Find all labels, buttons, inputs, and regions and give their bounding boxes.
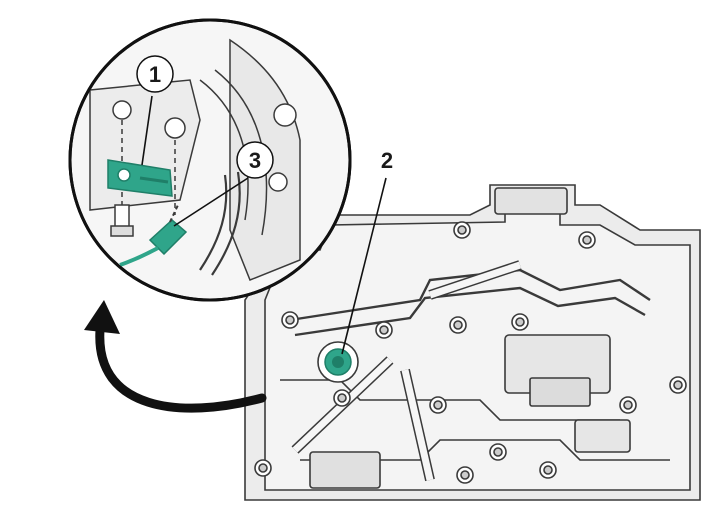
callout-2-leader [341,177,387,355]
tube-1 [428,261,522,299]
detail-hole [112,100,132,120]
callout-2-label: 2 [381,148,393,173]
callout-3: 3 [173,141,274,227]
callout-3-label: 3 [249,148,261,173]
callout-3-leader [173,177,249,227]
wire-green [119,246,159,267]
callout-3-badge [236,141,274,179]
detail-hole [273,103,297,127]
wiring-harness-connector-item-3 [148,218,188,256]
callout-2: 2 [341,148,393,355]
tube-3 [401,369,434,481]
bracket-slot [139,176,169,184]
solenoid-connector-right [529,377,591,407]
callout-1-label: 1 [149,62,161,87]
curved-arrow-shaft [95,325,267,413]
harness-loop [199,174,228,271]
callout-1-leader [141,95,153,166]
valve-body-housing [244,184,701,501]
sensor-plug-item-2 [317,341,359,383]
detail-hole [268,172,288,192]
curved-arrow-icon [84,300,267,413]
housing-bolts [254,221,687,484]
channel-lower [300,439,670,461]
detail-contour [199,79,249,221]
detail-bolt-head [110,225,134,237]
callout-1-badge [136,55,174,93]
callout-1: 1 [136,55,174,166]
detail-contour-2 [214,69,268,236]
detail-hole [164,117,186,139]
curved-arrow-head [84,300,120,334]
detail-bolt [114,204,130,228]
top-block [494,187,568,215]
solenoid-connector-left [309,451,381,489]
connector-guide [169,204,179,223]
solenoid-block-lower [574,419,631,453]
detail-magnifier-circle [68,18,352,302]
channel-upper-inner [294,286,646,337]
magnifier-rim [68,18,352,302]
